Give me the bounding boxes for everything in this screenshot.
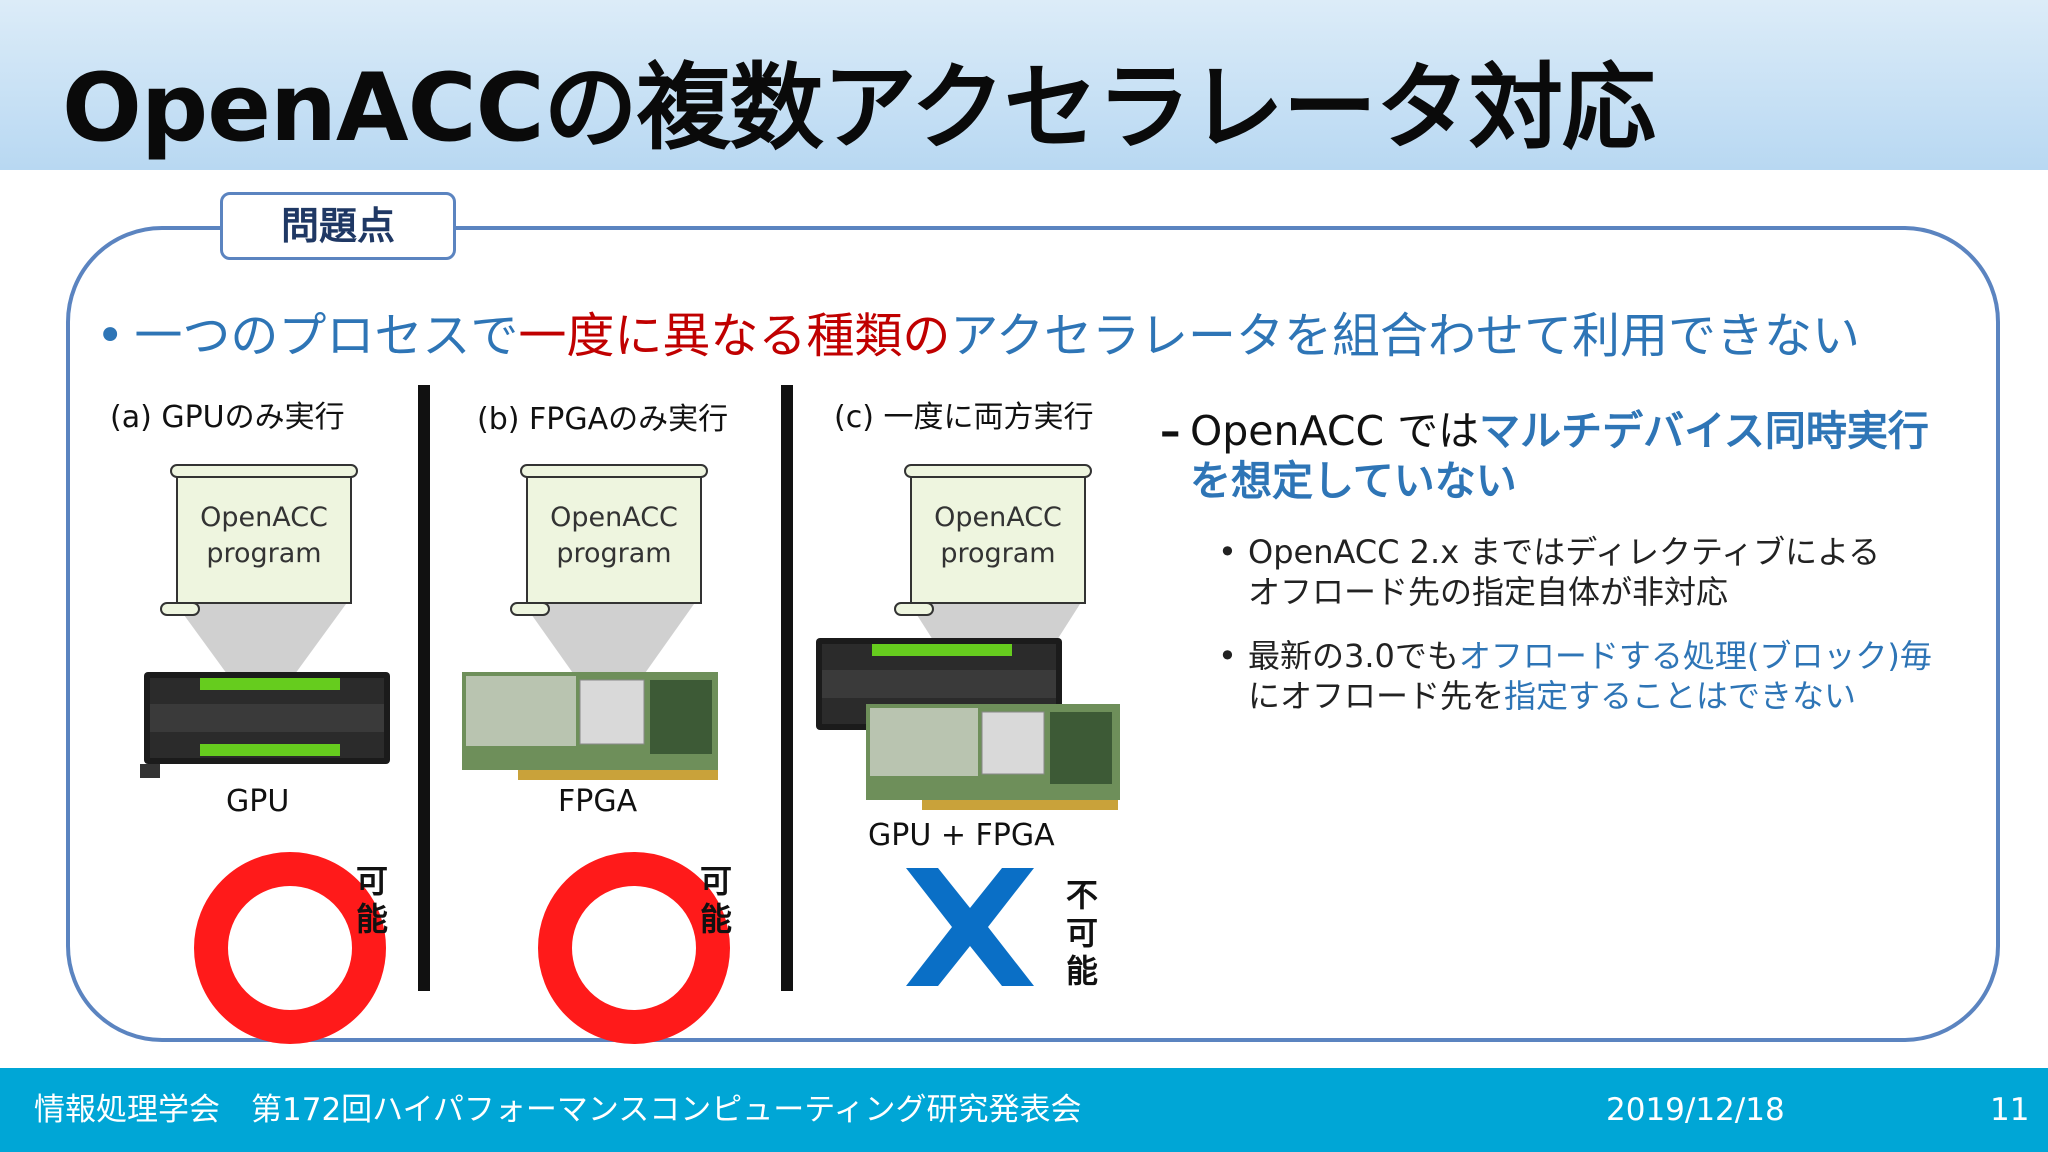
dash-marker: – xyxy=(1160,407,1181,455)
sub2-c: にオフロード先を xyxy=(1248,677,1505,715)
sub2-b: オフロードする処理(ブロック)毎 xyxy=(1458,637,1932,675)
device-label-both: GPU + FPGA xyxy=(868,818,1055,853)
scroll-line2: program xyxy=(206,538,322,569)
slide-title: OpenACCの複数アクセラレータ対応 xyxy=(62,54,1656,163)
verdict-label: 可 能 xyxy=(698,862,734,938)
footer-bar: 情報処理学会 第172回ハイパフォーマンスコンピューティング研究発表会 2019… xyxy=(0,1068,2048,1152)
gpu-card-image xyxy=(140,672,390,778)
ng-cross-icon xyxy=(906,868,1034,986)
sub-bullet-2: • 最新の3.0でもオフロードする処理(ブロック)毎にオフロード先を指定すること… xyxy=(1218,636,1998,716)
footer-text: 情報処理学会 第172回ハイパフォーマンスコンピューティング研究発表会 xyxy=(34,1092,1082,1128)
scroll-line1: OpenACC xyxy=(550,502,678,533)
caption-fpga-only: (b) FPGAのみ実行 xyxy=(477,402,729,437)
device-label-gpu: GPU xyxy=(226,784,290,819)
openacc-program-scroll: OpenACC program xyxy=(510,464,708,616)
caption-gpu-only: (a) GPUのみ実行 xyxy=(110,400,345,435)
sub1-line2: オフロード先の指定自体が非対応 xyxy=(1248,573,1729,611)
scroll-line1: OpenACC xyxy=(200,502,328,533)
fpga-card-image xyxy=(462,672,718,780)
sub2-a: 最新の3.0でも xyxy=(1248,637,1459,675)
sub2-d: 指定することはできない xyxy=(1504,677,1857,715)
main-bullet-part2: 一度に異なる種類の xyxy=(518,308,951,364)
sub-bullet-dot: • xyxy=(1218,637,1237,675)
fpga-card-image xyxy=(866,704,1120,810)
main-bullet: •一つのプロセスで一度に異なる種類のアクセラレータを組合わせて利用できない xyxy=(96,296,1860,366)
bullet-dot: • xyxy=(96,308,125,364)
column-divider-2 xyxy=(781,385,793,991)
scroll-line1: OpenACC xyxy=(934,502,1062,533)
scroll-line2: program xyxy=(556,538,672,569)
caption-both: (c) 一度に両方実行 xyxy=(834,400,1094,435)
main-bullet-part3: アクセラレータを組合わせて利用できない xyxy=(950,308,1860,364)
problem-tag: 問題点 xyxy=(220,192,456,260)
sub1-line1: OpenACC 2.x までは​ディレクティブによる xyxy=(1248,533,1881,571)
right-heading-highlight: マルチデバイス同時実行 xyxy=(1479,407,1929,455)
device-label-fpga: FPGA xyxy=(558,784,638,819)
verdict-char: 可 xyxy=(1065,914,1098,952)
scroll-line2: program xyxy=(940,538,1056,569)
right-heading-highlight2: を想定していない xyxy=(1190,457,1517,505)
sub-bullet-dot: • xyxy=(1218,533,1237,571)
verdict-label: 不 可 能 xyxy=(1064,876,1100,990)
verdict-char: 能 xyxy=(699,900,732,938)
openacc-program-scroll: OpenACC program xyxy=(894,464,1092,616)
right-heading-plain: OpenACC では xyxy=(1190,407,1480,455)
openacc-program-scroll: OpenACC program xyxy=(160,464,358,616)
footer-date: 2019/12/18 xyxy=(1606,1092,1785,1128)
verdict-label: 可 能 xyxy=(354,862,390,938)
verdict-char: 不 xyxy=(1065,876,1098,914)
page-number: 11 xyxy=(1990,1092,2030,1128)
verdict-char: 能 xyxy=(355,900,388,938)
main-bullet-part1: 一つのプロセスで xyxy=(134,308,519,364)
sub-bullet-1: • OpenACC 2.x までは​ディレクティブによるオフロード先の指定自体が… xyxy=(1218,532,1998,612)
verdict-char: 可 xyxy=(699,862,732,900)
right-heading: – OpenACC ではマルチデバイス同時実行を想定していない xyxy=(1160,406,1980,506)
title-bar: OpenACCの複数アクセラレータ対応 xyxy=(0,0,2048,170)
verdict-char: 可 xyxy=(355,862,388,900)
column-divider-1 xyxy=(418,385,430,991)
verdict-char: 能 xyxy=(1065,952,1098,990)
